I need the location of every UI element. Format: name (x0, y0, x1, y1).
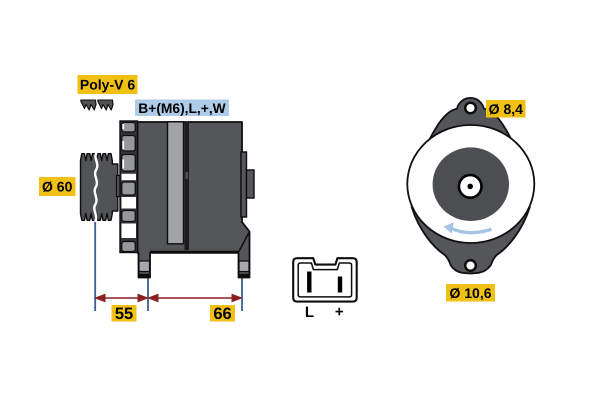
svg-text:L: L (305, 304, 314, 321)
svg-text:Ø 60: Ø 60 (42, 179, 73, 195)
svg-text:55: 55 (115, 305, 133, 323)
svg-text:Ø 10,6: Ø 10,6 (449, 285, 491, 301)
svg-text:Poly-V 6: Poly-V 6 (80, 77, 135, 93)
svg-text:B+(M6),L,+,W: B+(M6),L,+,W (138, 101, 226, 116)
svg-text:Ø 8,4: Ø 8,4 (489, 101, 523, 117)
svg-text:+: + (335, 304, 344, 321)
svg-text:66: 66 (213, 305, 231, 323)
